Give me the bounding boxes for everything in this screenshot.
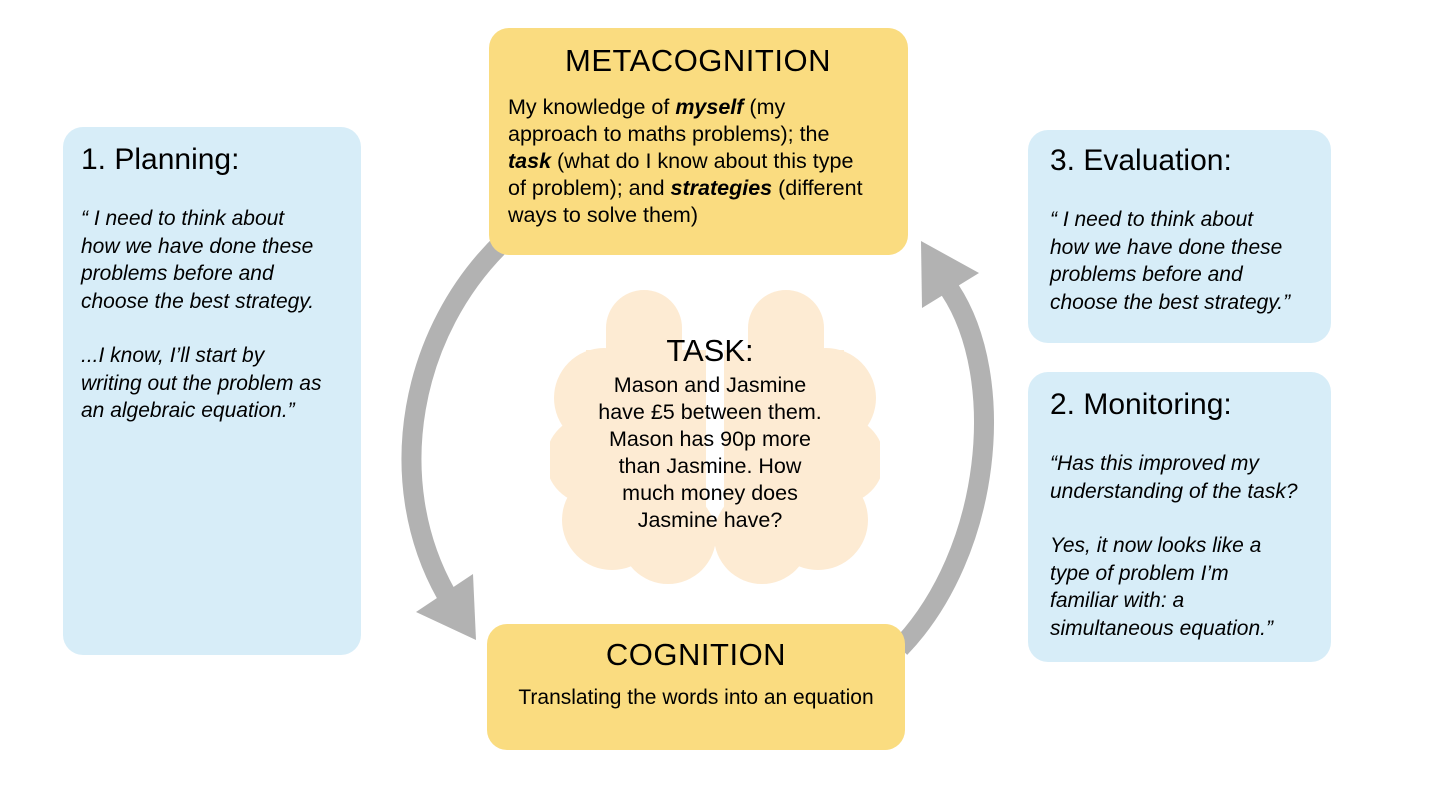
metacognition-body: My knowledge of myself (my approach to m… (508, 95, 863, 227)
brain-icon (550, 290, 880, 584)
task-body: Mason and Jasmine have £5 between them. … (598, 373, 822, 532)
planning-quote-1: “ I need to think about how we have done… (81, 207, 315, 313)
left-arrow-head (416, 574, 476, 640)
metacognition-title: METACOGNITION (565, 43, 831, 78)
evaluation-box: 3. Evaluation: “ I need to think about h… (1028, 130, 1331, 343)
task-title: TASK: (666, 333, 754, 368)
metacognition-box: METACOGNITION My knowledge of myself (my… (489, 28, 908, 255)
left-arrow-shaft (401, 232, 512, 599)
monitoring-quote-1: “Has this improved my understanding of t… (1050, 452, 1298, 503)
planning-quote-2: ...I know, I’ll start by writing out the… (81, 344, 322, 422)
curved-arrow-up-right (892, 241, 994, 655)
evaluation-title: 3. Evaluation: (1050, 144, 1232, 177)
right-arrow-head (921, 241, 979, 308)
right-arrow-shaft (892, 284, 994, 655)
cognition-body: Translating the words into an equation (518, 686, 874, 709)
monitoring-box: 2. Monitoring: “Has this improved my und… (1028, 372, 1331, 662)
curved-arrow-down-left (401, 232, 512, 640)
cognition-box: COGNITION Translating the words into an … (487, 624, 905, 750)
evaluation-quote: “ I need to think about how we have done… (1050, 208, 1291, 314)
planning-title: 1. Planning: (81, 143, 240, 176)
brain-left-hemisphere (550, 290, 716, 584)
monitoring-quote-2: Yes, it now looks like a type of problem… (1050, 534, 1273, 640)
planning-box: 1. Planning: “ I need to think about how… (63, 127, 361, 655)
cognition-title: COGNITION (605, 637, 787, 672)
monitoring-title: 2. Monitoring: (1050, 388, 1232, 421)
brain-right-hemisphere (714, 290, 880, 584)
task-panel: TASK: Mason and Jasmine have £5 between … (550, 332, 870, 534)
